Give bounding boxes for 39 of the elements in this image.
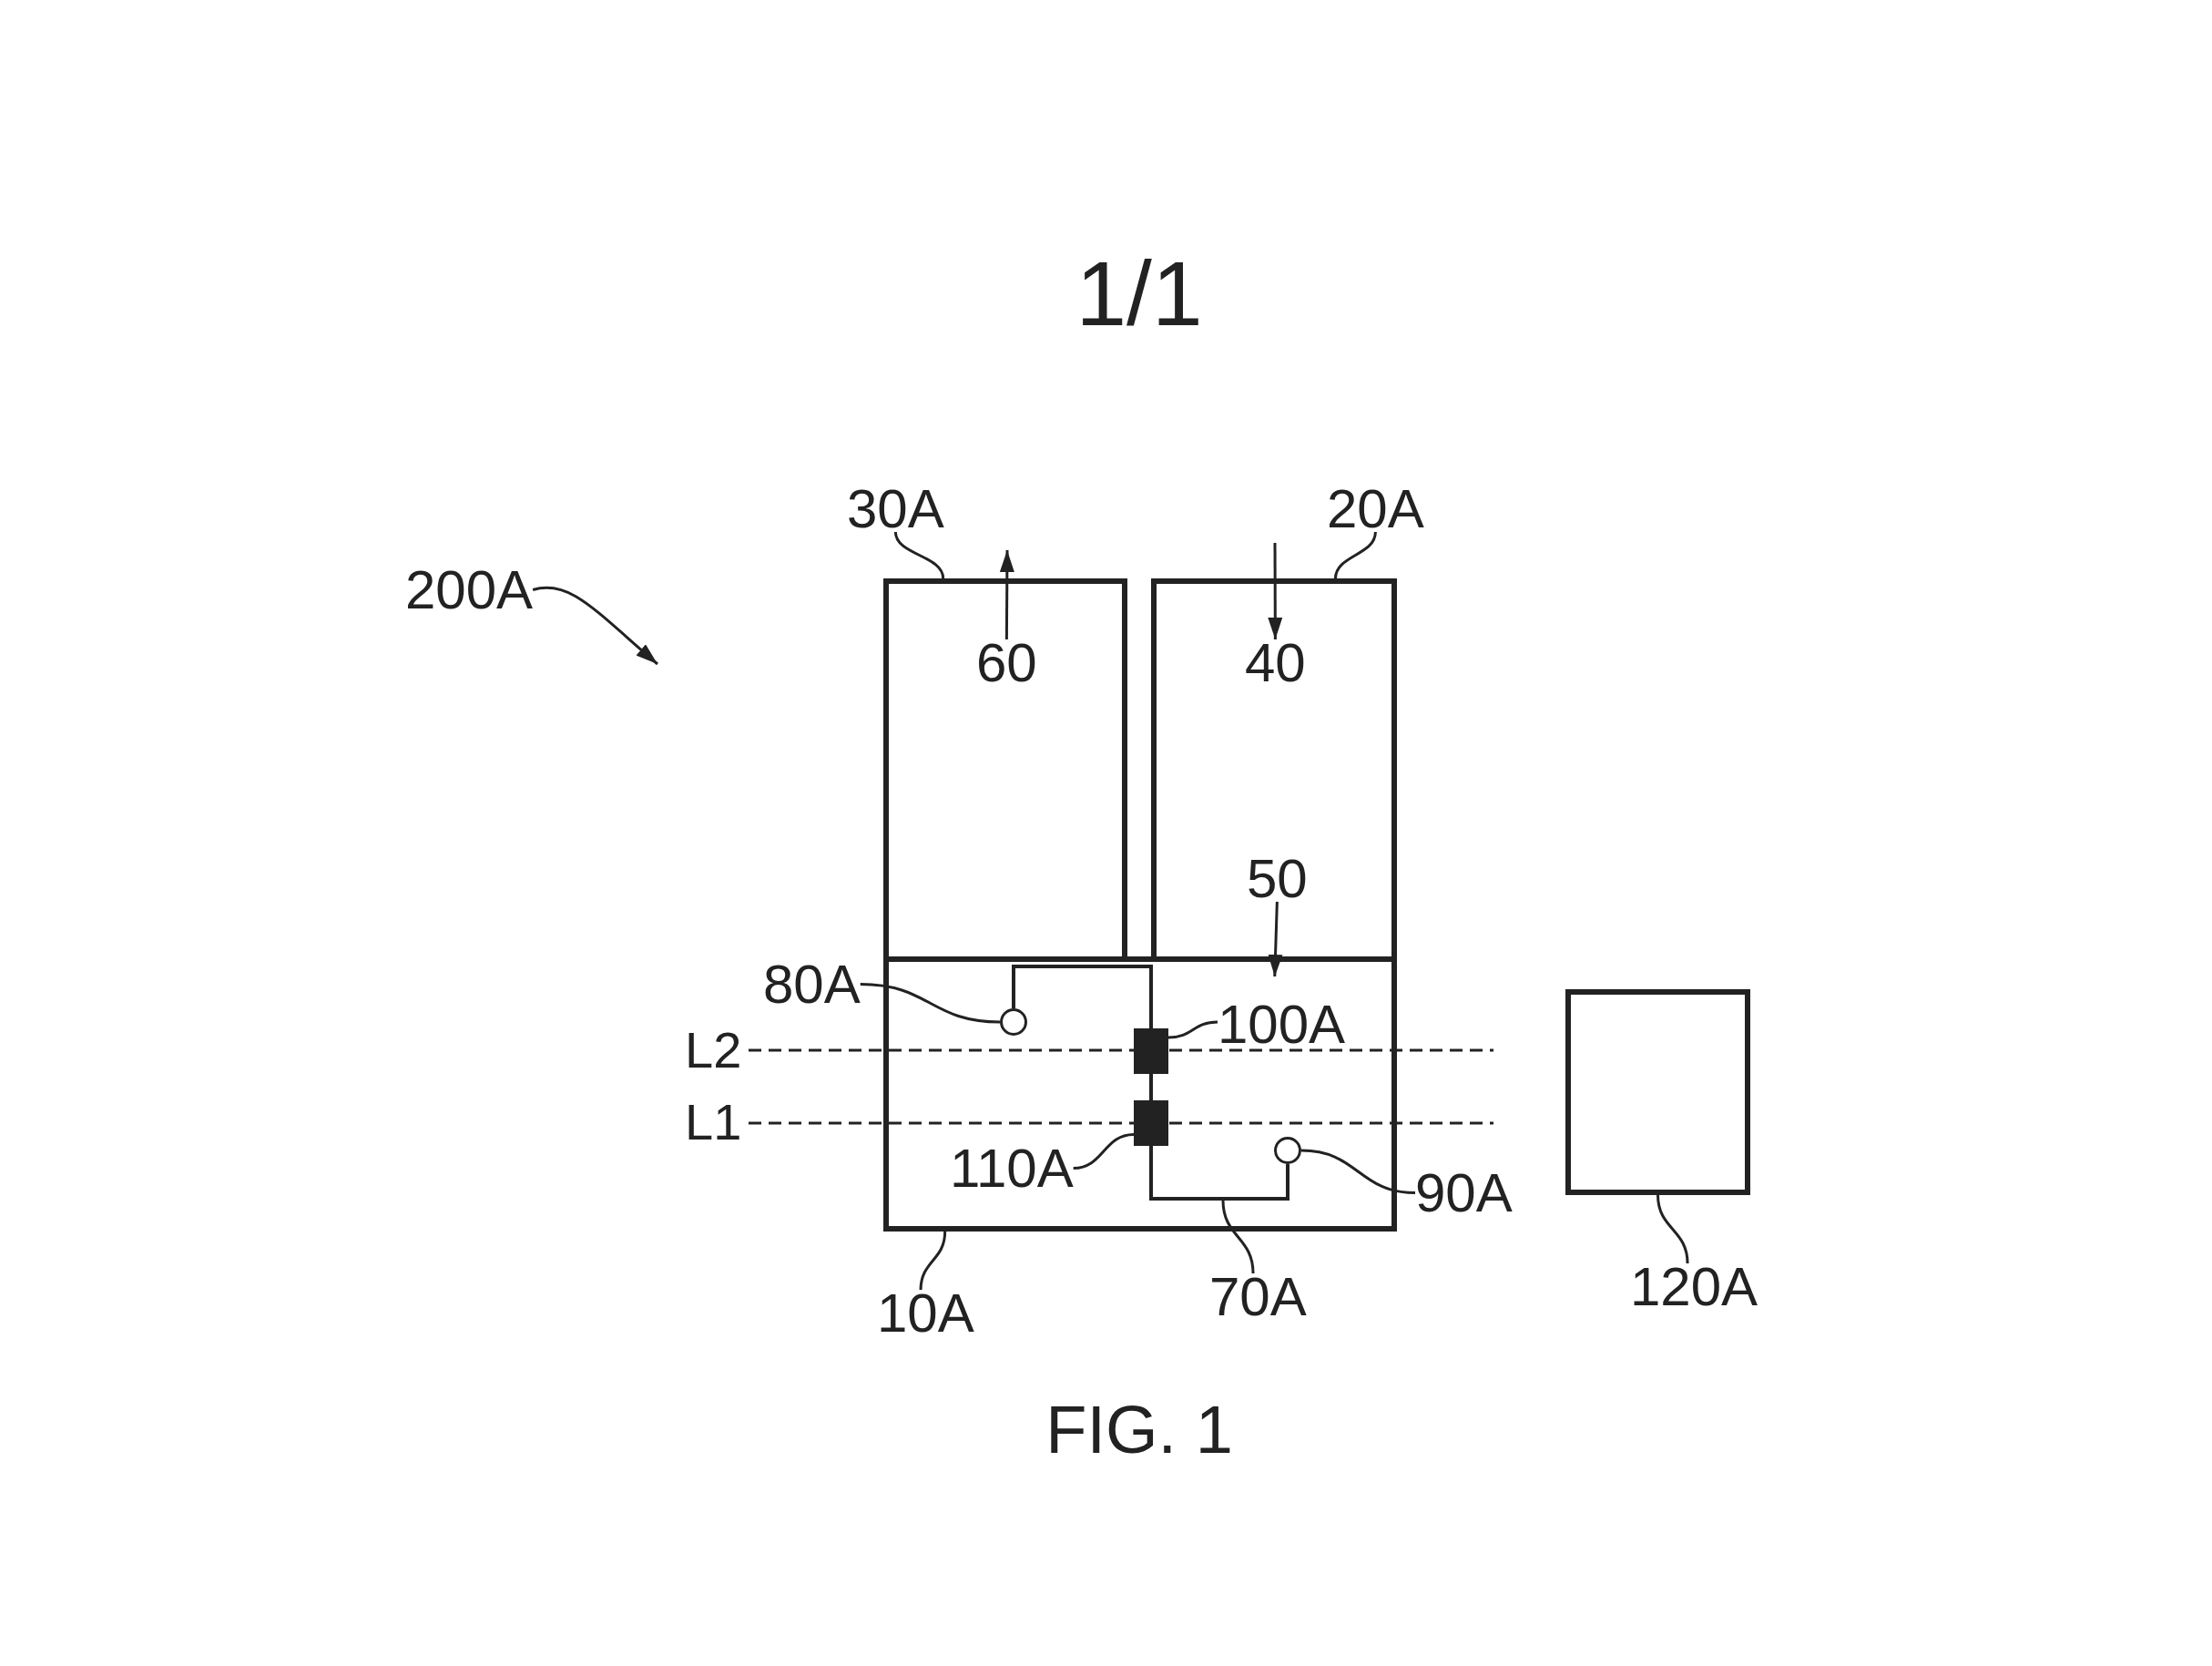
reference-numeral: 70A (1209, 1273, 1307, 1320)
leader-line (860, 983, 1001, 1024)
reference-numeral: 80A (763, 961, 861, 1007)
reference-numeral: 100A (1218, 1001, 1346, 1048)
leader-line (919, 1231, 947, 1291)
reference-numeral: 40 (1245, 639, 1306, 686)
flow-arrow (1268, 543, 1283, 639)
reference-numeral: 20A (1327, 485, 1424, 532)
reference-numeral: 120A (1630, 1263, 1758, 1310)
wire-line (1149, 1146, 1289, 1201)
line-label: L2 (685, 1028, 742, 1072)
line-label: L1 (685, 1100, 742, 1144)
leader-line (1656, 1194, 1689, 1264)
reference-numeral: 50 (1247, 855, 1308, 902)
reference-numeral: 30A (847, 485, 944, 532)
leader-line (1073, 1133, 1135, 1170)
rectangle-box (883, 956, 1397, 1232)
reference-numeral: 60 (976, 639, 1037, 686)
leader-arrow (532, 586, 658, 666)
figure-caption: FIG. 1 (1045, 1402, 1233, 1459)
wire-line (1012, 965, 1153, 1028)
leader-line (1167, 1020, 1218, 1039)
reference-numeral: 10A (877, 1290, 974, 1336)
sheet-number: 1/1 (1075, 255, 1203, 332)
flow-arrow (999, 550, 1014, 639)
block-symbol (1134, 1100, 1168, 1146)
rectangle-box (1565, 989, 1750, 1195)
wire-line (1149, 1074, 1153, 1100)
reference-numeral: 90A (1415, 1170, 1513, 1216)
leader-line (1300, 1149, 1416, 1194)
reference-numeral: 200A (405, 567, 534, 613)
leader-line (1221, 1200, 1255, 1274)
flow-arrow (1268, 901, 1283, 977)
leader-line (893, 531, 945, 579)
block-symbol (1134, 1028, 1168, 1074)
reference-numeral: 110A (950, 1145, 1074, 1191)
leader-line (1334, 531, 1377, 579)
circle-symbol (1274, 1137, 1301, 1164)
circle-symbol (1000, 1008, 1027, 1036)
